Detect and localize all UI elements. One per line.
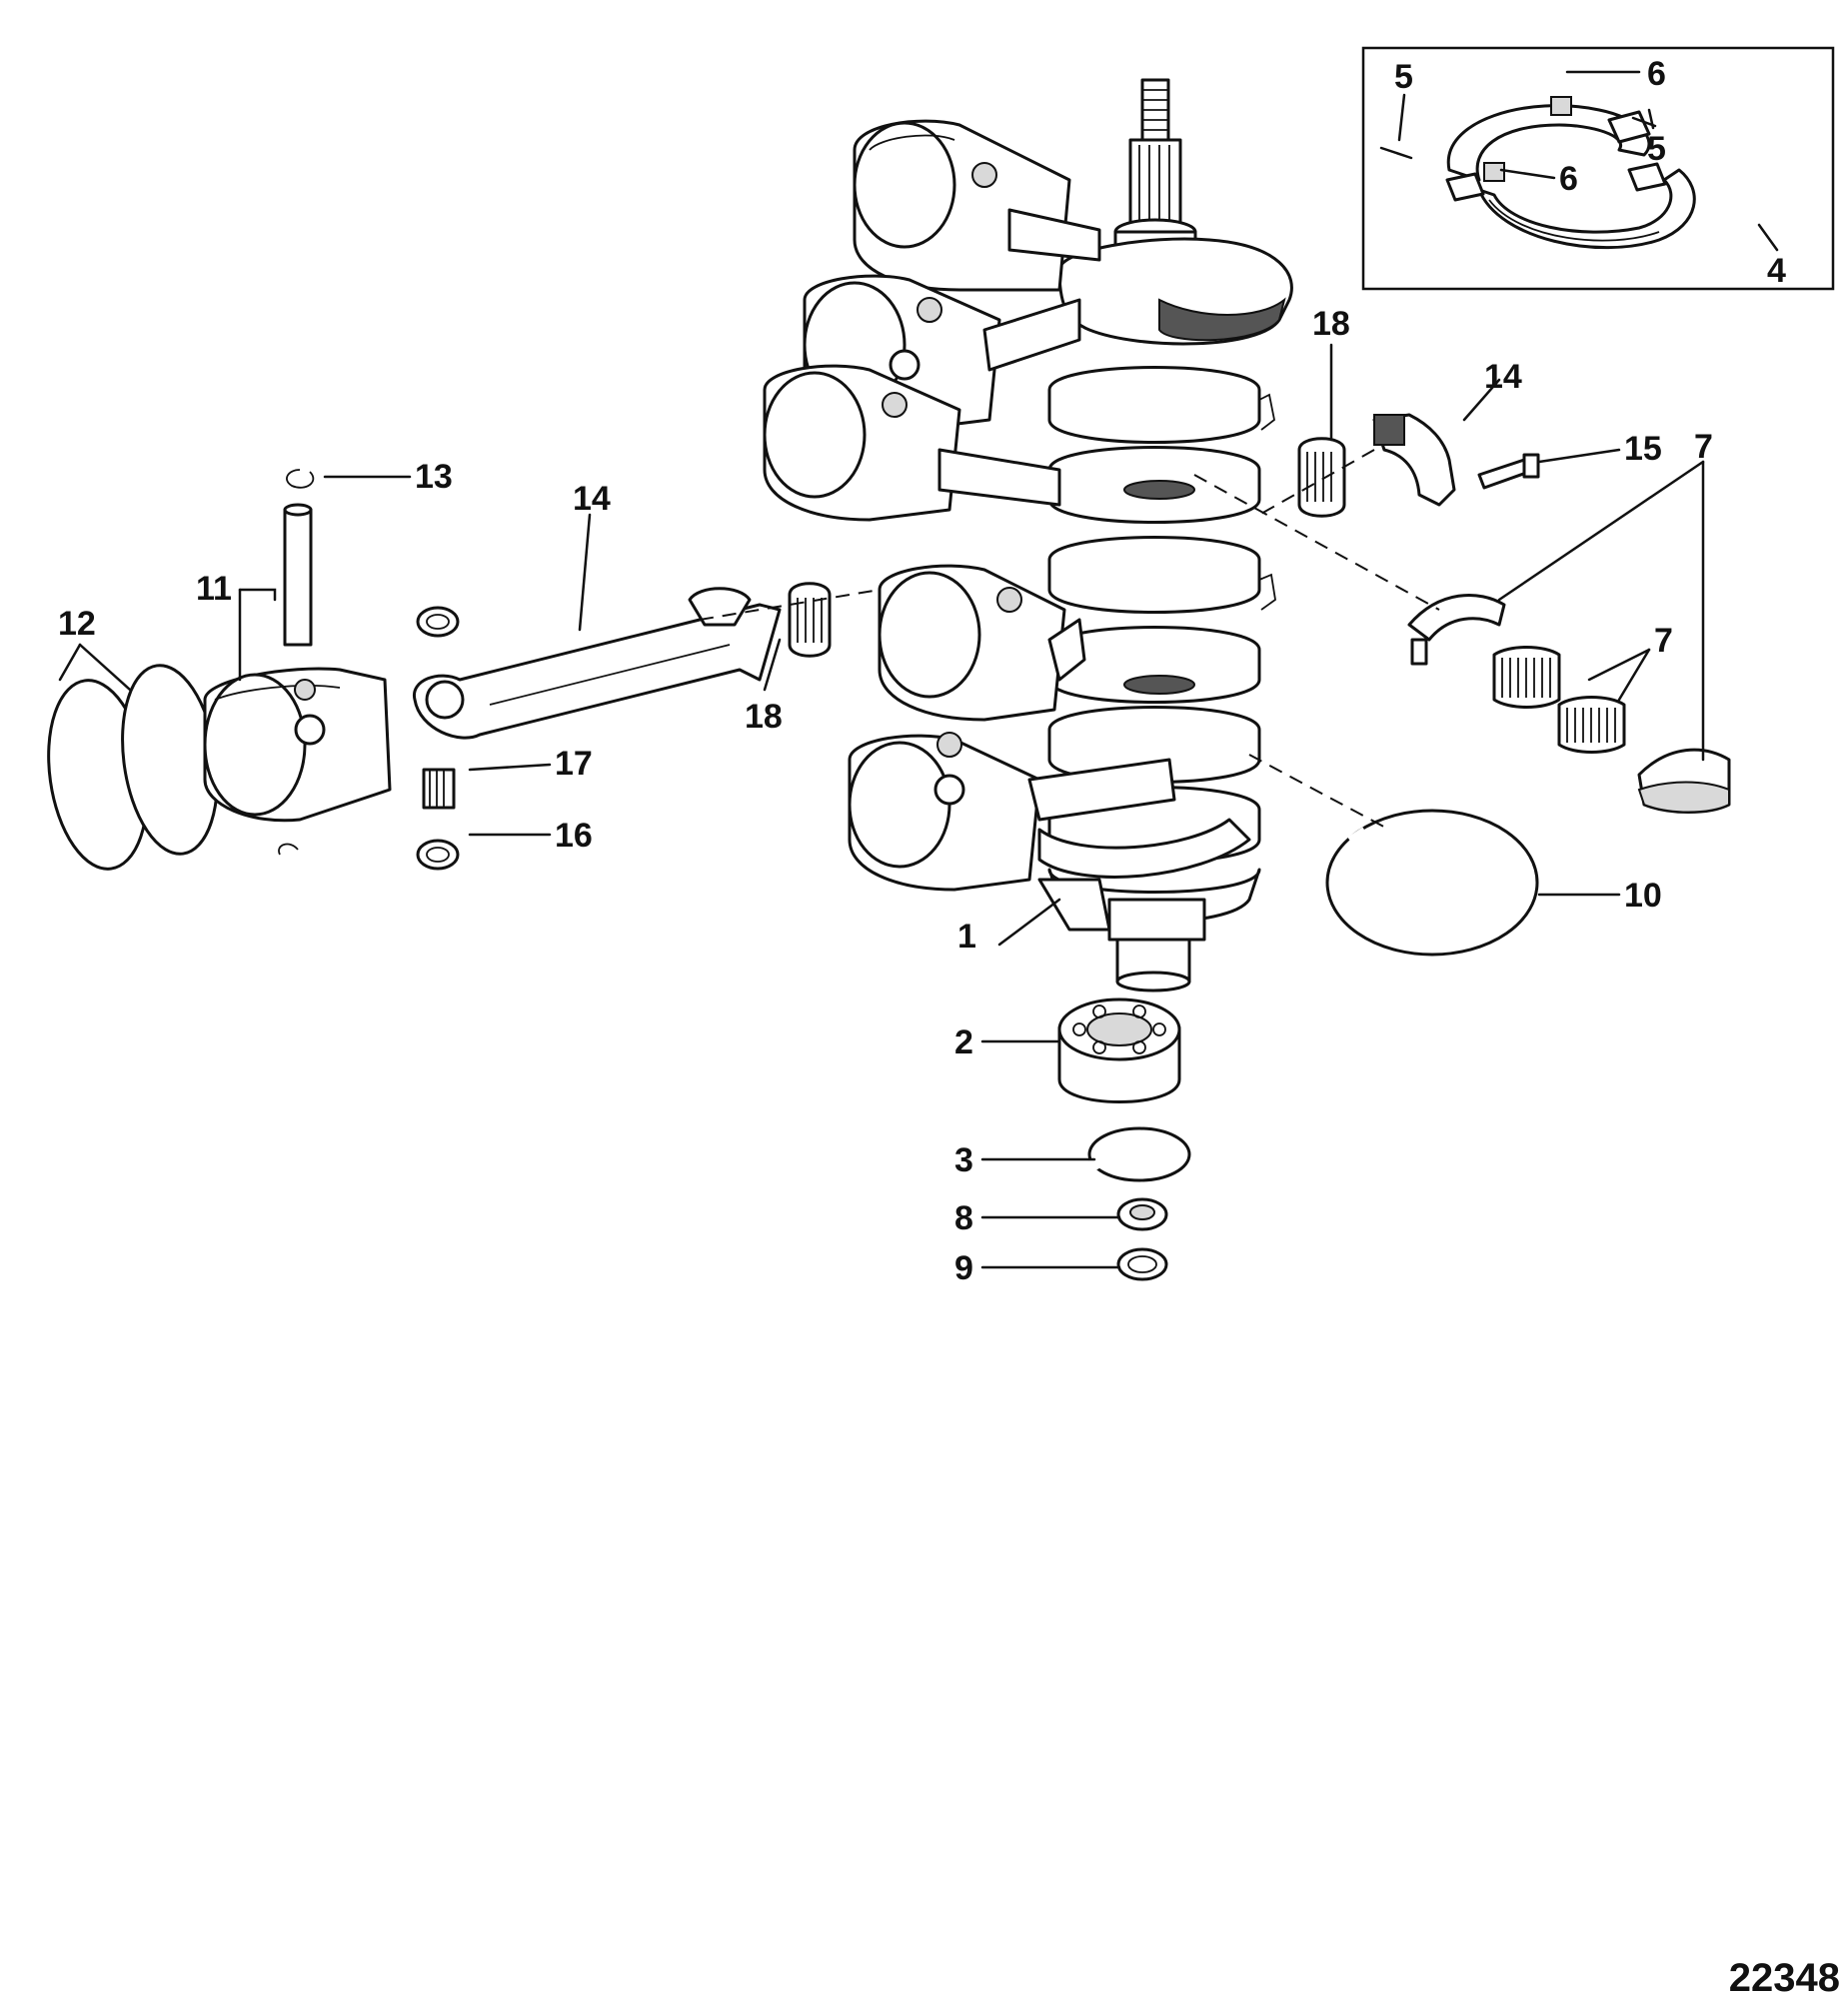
seal <box>1116 1197 1168 1231</box>
callout-9: 9 <box>954 1249 973 1287</box>
callout-16: 16 <box>555 817 593 855</box>
seal-ring-inset <box>1361 46 1835 291</box>
callout-6-top: 6 <box>1647 55 1666 93</box>
callout-14-left: 14 <box>573 480 611 518</box>
callout-13: 13 <box>415 458 453 496</box>
figure-id: 22348 <box>1728 1956 1840 2000</box>
rod-bolt <box>1477 453 1540 490</box>
callout-11: 11 <box>196 570 232 608</box>
callout-10: 10 <box>1624 877 1662 915</box>
callout-8: 8 <box>954 1199 973 1237</box>
thrust-washers <box>416 606 460 871</box>
callout-4: 4 <box>1767 252 1786 290</box>
callout-12: 12 <box>58 605 96 643</box>
piston-pin <box>283 503 313 647</box>
connecting-rod <box>413 587 782 740</box>
callout-17: 17 <box>555 745 593 783</box>
callout-14-right: 14 <box>1484 358 1522 396</box>
washer <box>1116 1247 1168 1281</box>
callout-2: 2 <box>954 1023 973 1061</box>
callout-1: 1 <box>957 918 976 956</box>
snap-ring <box>1087 1126 1191 1182</box>
exploded-piston <box>203 667 392 856</box>
retaining-ring-top <box>286 469 315 489</box>
callout-3: 3 <box>954 1141 973 1179</box>
callout-5-right: 5 <box>1647 130 1666 168</box>
seal-ring-drawing <box>1379 96 1696 250</box>
ball-bearing <box>1057 998 1181 1103</box>
callout-15: 15 <box>1624 430 1662 468</box>
rod-bearing-left <box>788 582 832 658</box>
callout-5-left: 5 <box>1394 58 1413 96</box>
callout-18-right: 18 <box>1312 305 1350 343</box>
leader-lines <box>58 70 1779 1269</box>
locating-ring <box>1325 809 1539 957</box>
callout-7-mid: 7 <box>1654 622 1673 660</box>
rod-cap <box>1372 413 1456 507</box>
rod-bearing-right <box>1297 437 1346 518</box>
main-bearing-halves <box>1407 594 1731 814</box>
needle-bearing-small <box>422 768 456 810</box>
assembled-pistons <box>763 119 1251 932</box>
callout-6-mid: 6 <box>1559 160 1578 198</box>
callout-18-left: 18 <box>745 698 783 736</box>
piston-rings <box>47 664 219 871</box>
callout-7-top: 7 <box>1694 428 1713 466</box>
alignment-lines <box>699 449 1440 831</box>
callout-labels: 1 2 3 4 5 5 6 6 7 7 8 9 10 11 12 13 14 1… <box>58 55 1786 1287</box>
